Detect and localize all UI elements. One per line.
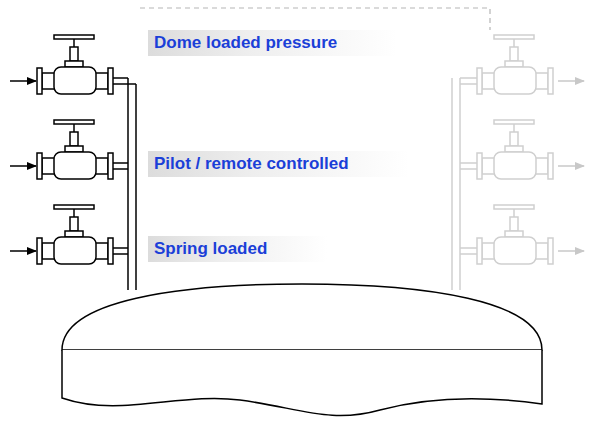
valve-type-label: Pilot / remote controlled	[148, 151, 409, 177]
valve-type-label: Dome loaded pressure	[148, 30, 397, 56]
valves	[10, 35, 136, 290]
vessel	[62, 284, 542, 416]
ghost-valves	[452, 35, 584, 290]
valve-type-label: Spring loaded	[148, 236, 327, 262]
dashed-link	[140, 8, 490, 30]
